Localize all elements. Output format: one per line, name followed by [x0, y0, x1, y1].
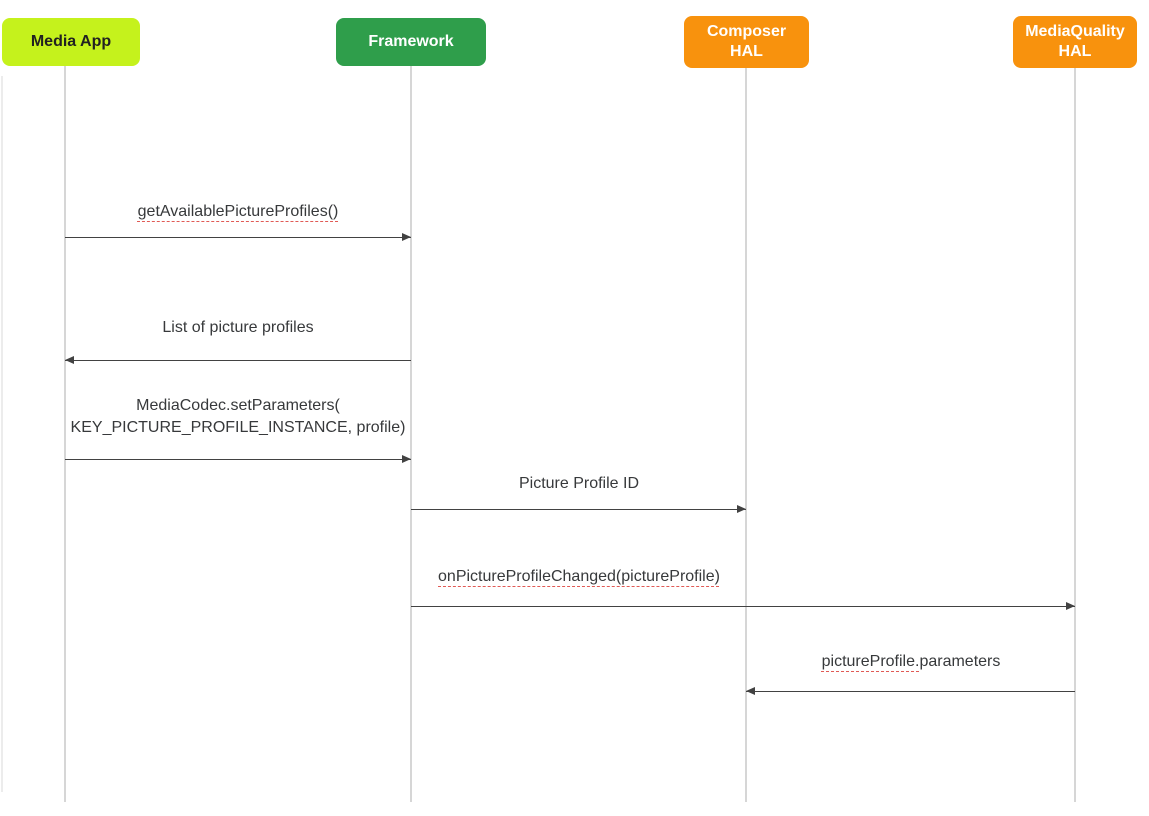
actor-framework-label: Framework — [368, 33, 454, 50]
arrowhead-right-icon — [402, 233, 411, 241]
canvas-edge-line — [1, 76, 3, 792]
actor-composer-hal-label: Composer HAL — [706, 23, 787, 60]
actor-composer-hal: Composer HAL — [684, 16, 809, 68]
message-text-line2: KEY_PICTURE_PROFILE_INSTANCE, profile) — [70, 419, 406, 436]
arrowhead-left-icon — [746, 687, 755, 695]
message-arrow-line — [746, 691, 1075, 692]
message-arrow-line — [65, 237, 411, 238]
message-text: List of picture profiles — [162, 319, 314, 336]
message-arrow-line — [411, 509, 746, 510]
message-label-picture-profile-id: Picture Profile ID — [412, 473, 746, 495]
arrowhead-right-icon — [402, 455, 411, 463]
lifeline-mediaquality-hal — [1074, 68, 1076, 802]
message-arrow-line — [65, 360, 411, 361]
actor-media-app-label: Media App — [30, 33, 112, 50]
message-text-plain: parameters — [919, 653, 1001, 670]
actor-mediaquality-hal: MediaQuality HAL — [1013, 16, 1137, 68]
message-label-picture-profile-parameters: pictureProfile.parameters — [747, 651, 1075, 673]
arrowhead-right-icon — [737, 505, 746, 513]
lifeline-composer-hal — [745, 68, 747, 802]
message-arrow-line — [65, 459, 411, 460]
actor-framework: Framework — [336, 18, 486, 66]
message-text-underlined: pictureProfile. — [821, 653, 920, 670]
message-label-mediacodec-setparameters: MediaCodec.setParameters( KEY_PICTURE_PR… — [40, 395, 436, 439]
message-text: getAvailablePictureProfiles() — [137, 203, 339, 220]
message-text: Picture Profile ID — [518, 475, 640, 492]
message-arrow-line — [411, 606, 1075, 607]
lifeline-media-app — [64, 66, 66, 802]
actor-media-app: Media App — [2, 18, 140, 66]
message-label-get-available-picture-profiles: getAvailablePictureProfiles() — [66, 201, 410, 223]
arrowhead-left-icon — [65, 356, 74, 364]
lifeline-framework — [410, 66, 412, 802]
message-text: onPictureProfileChanged(pictureProfile) — [438, 568, 720, 585]
actor-mediaquality-hal-label: MediaQuality HAL — [1025, 23, 1125, 60]
message-label-on-picture-profile-changed: onPictureProfileChanged(pictureProfile) — [412, 566, 746, 588]
message-text-line1: MediaCodec.setParameters( — [136, 397, 340, 414]
message-label-list-of-picture-profiles: List of picture profiles — [66, 317, 410, 339]
arrowhead-right-icon — [1066, 602, 1075, 610]
